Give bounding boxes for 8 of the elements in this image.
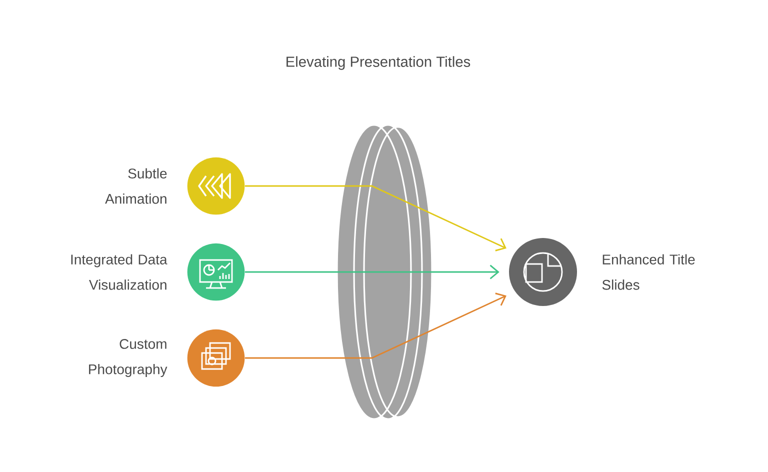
arrow	[244, 185, 506, 252]
node-label: Custom Photography	[89, 339, 168, 378]
arrow	[244, 292, 506, 359]
node-label: Enhanced Title Slides	[602, 254, 695, 290]
node-label: Subtle Animation	[105, 168, 167, 204]
arrow	[244, 264, 500, 280]
title: Elevating Presentation Titles	[286, 56, 470, 70]
node-label: Integrated Data Visualization	[71, 254, 168, 290]
